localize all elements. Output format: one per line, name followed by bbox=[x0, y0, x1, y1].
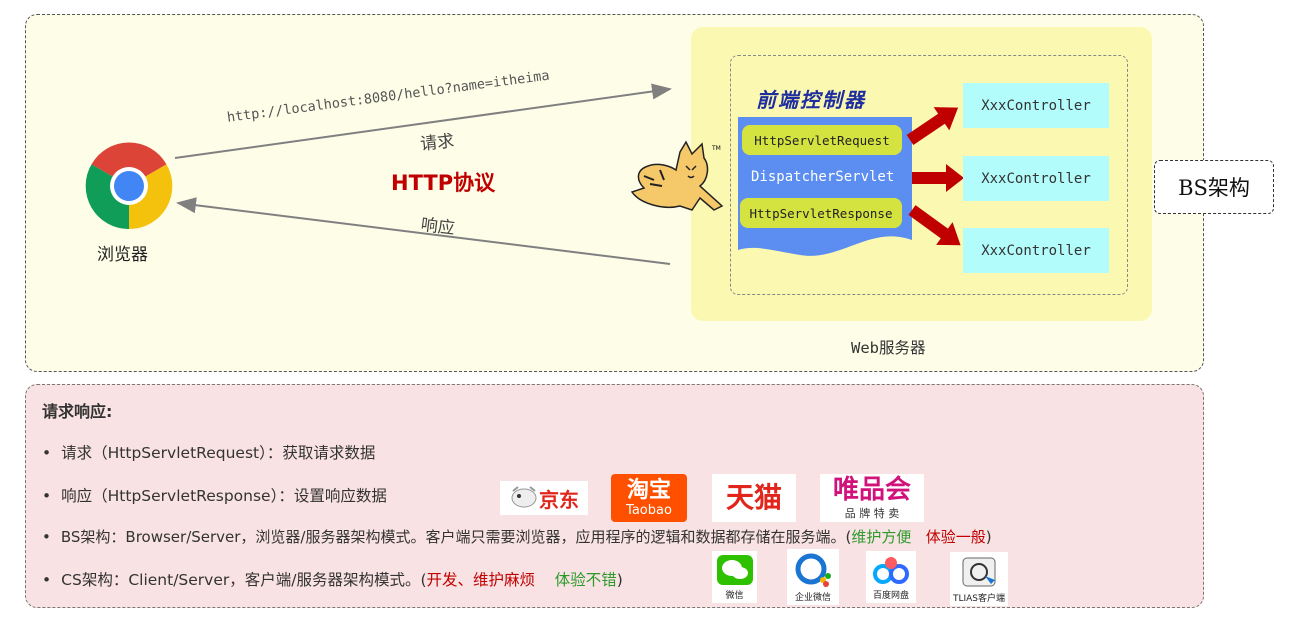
browser-label: 浏览器 bbox=[97, 245, 148, 265]
bullet-request: •请求（HttpServletRequest）：获取请求数据 bbox=[42, 444, 376, 462]
bullet-bs: •BS架构：Browser/Server，浏览器/服务器架构模式。客户端只需要浏… bbox=[42, 528, 992, 546]
bullet-response: •响应（HttpServletResponse）：设置响应数据 bbox=[42, 487, 387, 505]
wechat-icon bbox=[716, 554, 753, 585]
request-arrow bbox=[174, 83, 672, 159]
bs-architecture-box: BS架构 bbox=[1154, 160, 1274, 214]
red-arrow-mid bbox=[912, 164, 964, 192]
red-arrow-top bbox=[906, 107, 959, 145]
dispatcher-servlet-label: DispatcherServlet bbox=[751, 169, 895, 185]
web-server-label: Web服务器 bbox=[851, 339, 926, 357]
response-arrow bbox=[176, 197, 671, 265]
tlias-client-logo: TLIAS客户端 bbox=[950, 552, 1008, 606]
bullet-cs: •CS架构：Client/Server，客户端/服务器架构模式。(开发、维护麻烦… bbox=[42, 571, 623, 589]
wechat-logo: 微信 bbox=[712, 551, 757, 603]
wecom-icon bbox=[795, 553, 831, 587]
notes-title: 请求响应: bbox=[42, 402, 113, 421]
jd-dog-icon bbox=[511, 486, 537, 508]
vip-logo: 唯品会 品 牌 特 卖 bbox=[820, 474, 924, 522]
tlias-client-icon bbox=[962, 557, 996, 586]
front-controller-label: 前端控制器 bbox=[756, 88, 866, 112]
jd-logo: 京东 bbox=[500, 481, 588, 515]
baidupan-icon bbox=[873, 556, 909, 584]
tmall-logo: 天猫 bbox=[712, 474, 796, 522]
spring-mvc-boundary bbox=[730, 55, 1128, 295]
wecom-logo: 企业微信 bbox=[787, 549, 839, 605]
chrome-icon bbox=[85, 142, 173, 230]
taobao-logo: 淘宝 Taobao bbox=[611, 474, 687, 522]
controller-2: XxxController bbox=[963, 156, 1109, 201]
request-label: 请求 bbox=[419, 131, 456, 155]
response-label: 响应 bbox=[419, 214, 456, 239]
controller-1: XxxController bbox=[963, 83, 1109, 128]
red-arrow-bottom bbox=[908, 205, 961, 246]
http-servlet-response-box: HttpServletResponse bbox=[740, 198, 902, 228]
http-servlet-request-box: HttpServletRequest bbox=[742, 125, 902, 155]
baidupan-logo: 百度网盘 bbox=[866, 551, 916, 603]
http-protocol-label: HTTP协议 bbox=[391, 171, 496, 195]
svg-text:TM: TM bbox=[711, 145, 721, 152]
tomcat-icon: TM bbox=[630, 140, 724, 211]
controller-3: XxxController bbox=[963, 228, 1109, 273]
